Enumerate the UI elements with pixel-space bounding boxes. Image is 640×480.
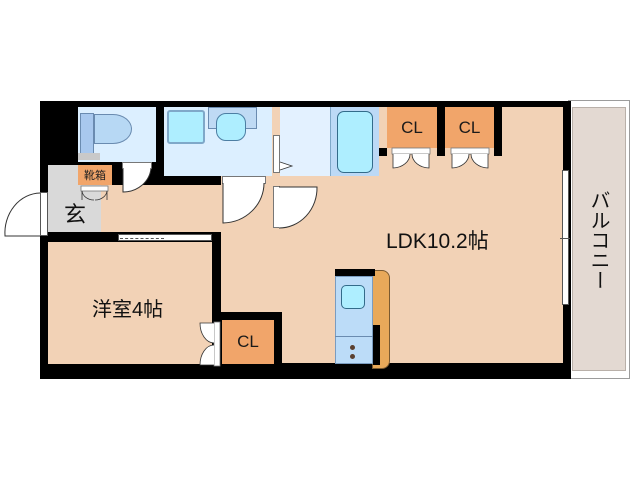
bath-door-indicator: [279, 161, 294, 171]
shoe-box: 靴箱: [78, 165, 112, 185]
closet-ldk-1: CL: [387, 107, 437, 148]
bathtub: [337, 111, 373, 173]
kitchen-side-wall: [373, 325, 380, 365]
toilet-door-swing[interactable]: [122, 167, 154, 198]
washbasin: [216, 113, 246, 141]
ldk-label: LDK10.2帖: [386, 230, 489, 253]
balcony: [572, 107, 626, 371]
shoe-box-doors[interactable]: [80, 185, 111, 201]
western-room-label: 洋室4帖: [92, 299, 164, 321]
balcony-window-mullion: [560, 238, 570, 239]
bath-door-frame[interactable]: [273, 135, 280, 173]
kitchen-divider: [335, 336, 373, 337]
entrance-door-frame: [40, 192, 48, 236]
ldk-door-swing[interactable]: [278, 186, 321, 230]
balcony-label: バルコニー: [587, 190, 611, 290]
entrance-door-swing[interactable]: [3, 192, 43, 238]
closet-ldk-1-doors[interactable]: [391, 147, 432, 170]
toilet-base: [78, 153, 100, 160]
stove-burner-1: [350, 345, 355, 350]
washroom-door-swing[interactable]: [222, 182, 266, 229]
kitchen-top-wall: [335, 269, 375, 276]
closet-bottom-wall: [379, 148, 387, 156]
kitchen-sink: [341, 285, 365, 309]
stove-burner-2: [350, 354, 355, 359]
closet-western-room: CL: [222, 320, 274, 364]
entrance-label: 玄: [64, 203, 87, 228]
closet-wall: [494, 107, 502, 156]
toilet-tank: [80, 113, 94, 155]
closet-western-room-doors[interactable]: [198, 321, 222, 368]
washing-machine-pan: [167, 110, 205, 144]
closet-ldk-2: CL: [445, 107, 494, 148]
closet-divider: [437, 107, 445, 156]
balcony-window[interactable]: [562, 170, 569, 305]
closet-ldk-2-doors[interactable]: [450, 147, 491, 170]
toilet-seat: [94, 114, 132, 144]
sliding-door-track: [120, 238, 164, 239]
western-room-floor: [48, 242, 212, 364]
western-room-sliding-door[interactable]: [118, 234, 212, 241]
